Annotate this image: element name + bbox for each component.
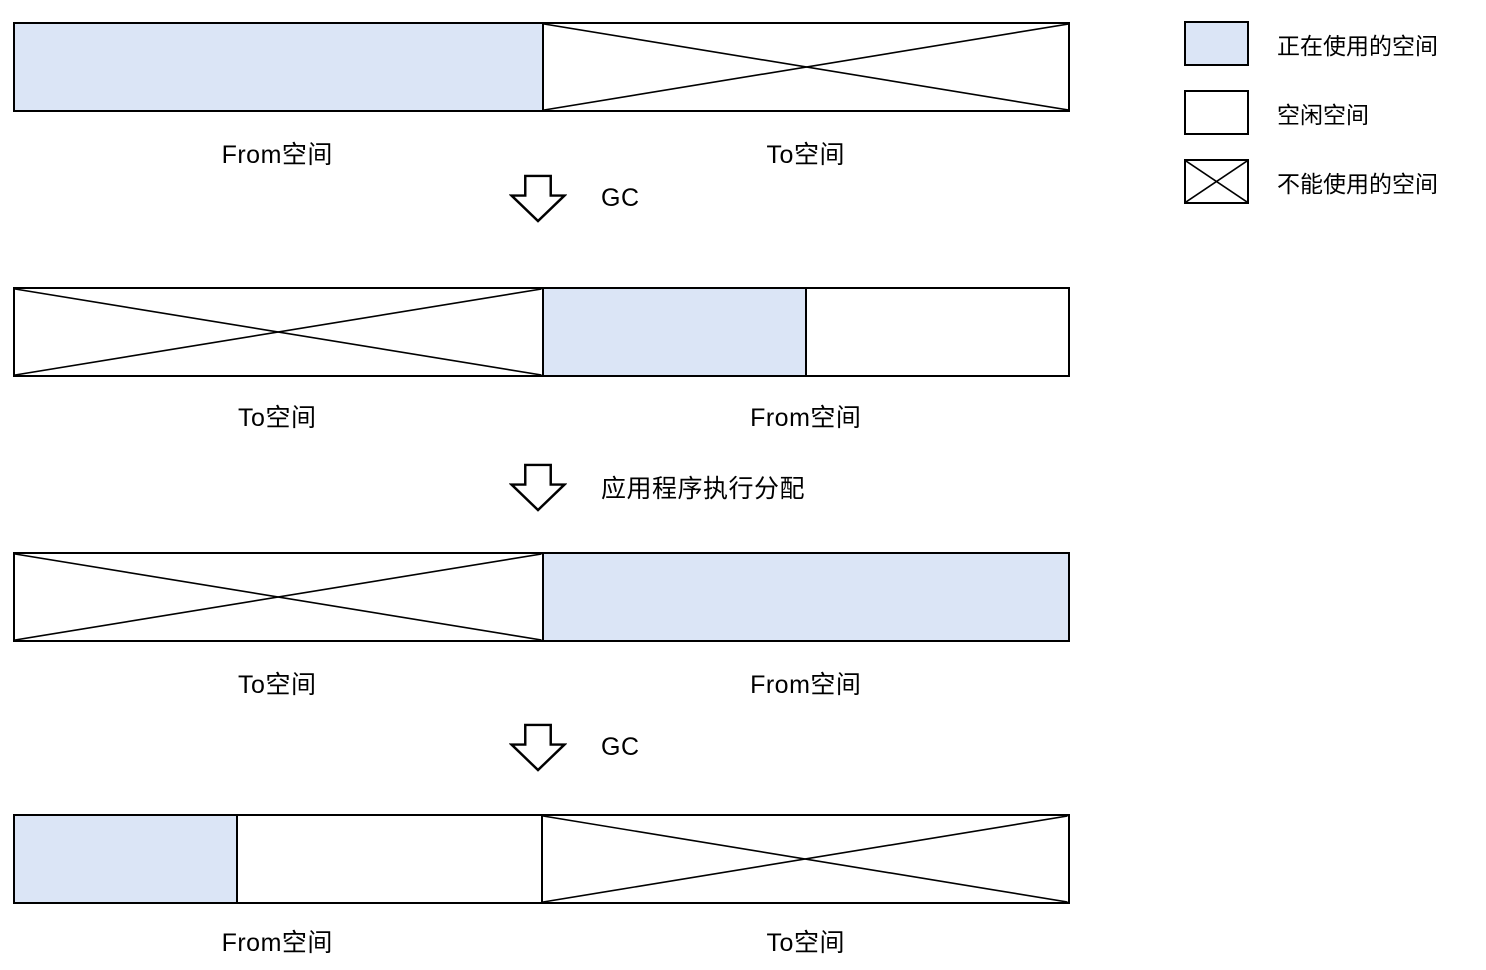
step-arrow-label: 应用程序执行分配 xyxy=(601,475,806,503)
bar-labels-row-2: To空间 From空间 xyxy=(13,401,1070,435)
cross-icon xyxy=(544,24,1069,110)
unusable-segment xyxy=(15,289,542,375)
legend-label-used: 正在使用的空间 xyxy=(1277,32,1438,59)
used-segment xyxy=(15,816,237,902)
legend-label-unusable: 不能使用的空间 xyxy=(1277,170,1438,197)
used-segment xyxy=(541,554,1068,640)
cross-icon xyxy=(543,816,1068,902)
memory-bar-row-4 xyxy=(13,814,1070,904)
left-half-label: From空间 xyxy=(221,929,333,957)
down-arrow-icon xyxy=(509,174,567,223)
legend: 正在使用的空间空闲空间不能使用的空间 xyxy=(1184,21,1438,228)
used-segment xyxy=(541,289,805,375)
left-half-label: To空间 xyxy=(238,671,317,699)
unusable-segment xyxy=(541,24,1069,110)
free-segment xyxy=(236,816,542,902)
legend-item-unusable: 不能使用的空间 xyxy=(1184,159,1438,204)
down-arrow xyxy=(509,463,567,512)
unusable-segment xyxy=(15,554,542,640)
legend-swatch-free xyxy=(1184,90,1249,135)
memory-bar-row-1 xyxy=(13,22,1070,112)
legend-item-used: 正在使用的空间 xyxy=(1184,21,1438,66)
cross-icon xyxy=(1186,161,1247,202)
right-half-label: From空间 xyxy=(750,671,862,699)
bar-labels-row-3: To空间 From空间 xyxy=(13,668,1070,702)
down-arrow xyxy=(509,723,567,772)
down-arrow-icon xyxy=(509,723,567,772)
step-arrow-label: GC xyxy=(601,732,640,761)
right-half-label: From空间 xyxy=(750,404,862,432)
legend-swatch-unusable xyxy=(1184,159,1249,204)
step-arrow-2: 应用程序执行分配 xyxy=(509,462,805,512)
right-half-label: To空间 xyxy=(766,141,845,169)
right-half-label: To空间 xyxy=(766,929,845,957)
cross-icon xyxy=(15,554,542,640)
bar-labels-row-1: From空间 To空间 xyxy=(13,138,1070,172)
memory-bar-row-2 xyxy=(13,287,1070,377)
step-arrow-1: GC xyxy=(509,173,640,223)
unusable-segment xyxy=(541,816,1068,902)
down-arrow xyxy=(509,174,567,223)
bar-labels-row-4: From空间 To空间 xyxy=(13,926,1070,960)
step-arrow-3: GC xyxy=(509,722,640,772)
left-half-label: To空间 xyxy=(238,404,317,432)
used-segment xyxy=(15,24,542,110)
legend-item-free: 空闲空间 xyxy=(1184,90,1438,135)
legend-swatch-used xyxy=(1184,21,1249,66)
step-arrow-label: GC xyxy=(601,183,640,212)
cross-icon xyxy=(15,289,542,375)
down-arrow-icon xyxy=(509,463,567,512)
free-segment xyxy=(804,289,1068,375)
legend-label-free: 空闲空间 xyxy=(1277,101,1369,128)
memory-bar-row-3 xyxy=(13,552,1070,642)
left-half-label: From空间 xyxy=(221,141,333,169)
